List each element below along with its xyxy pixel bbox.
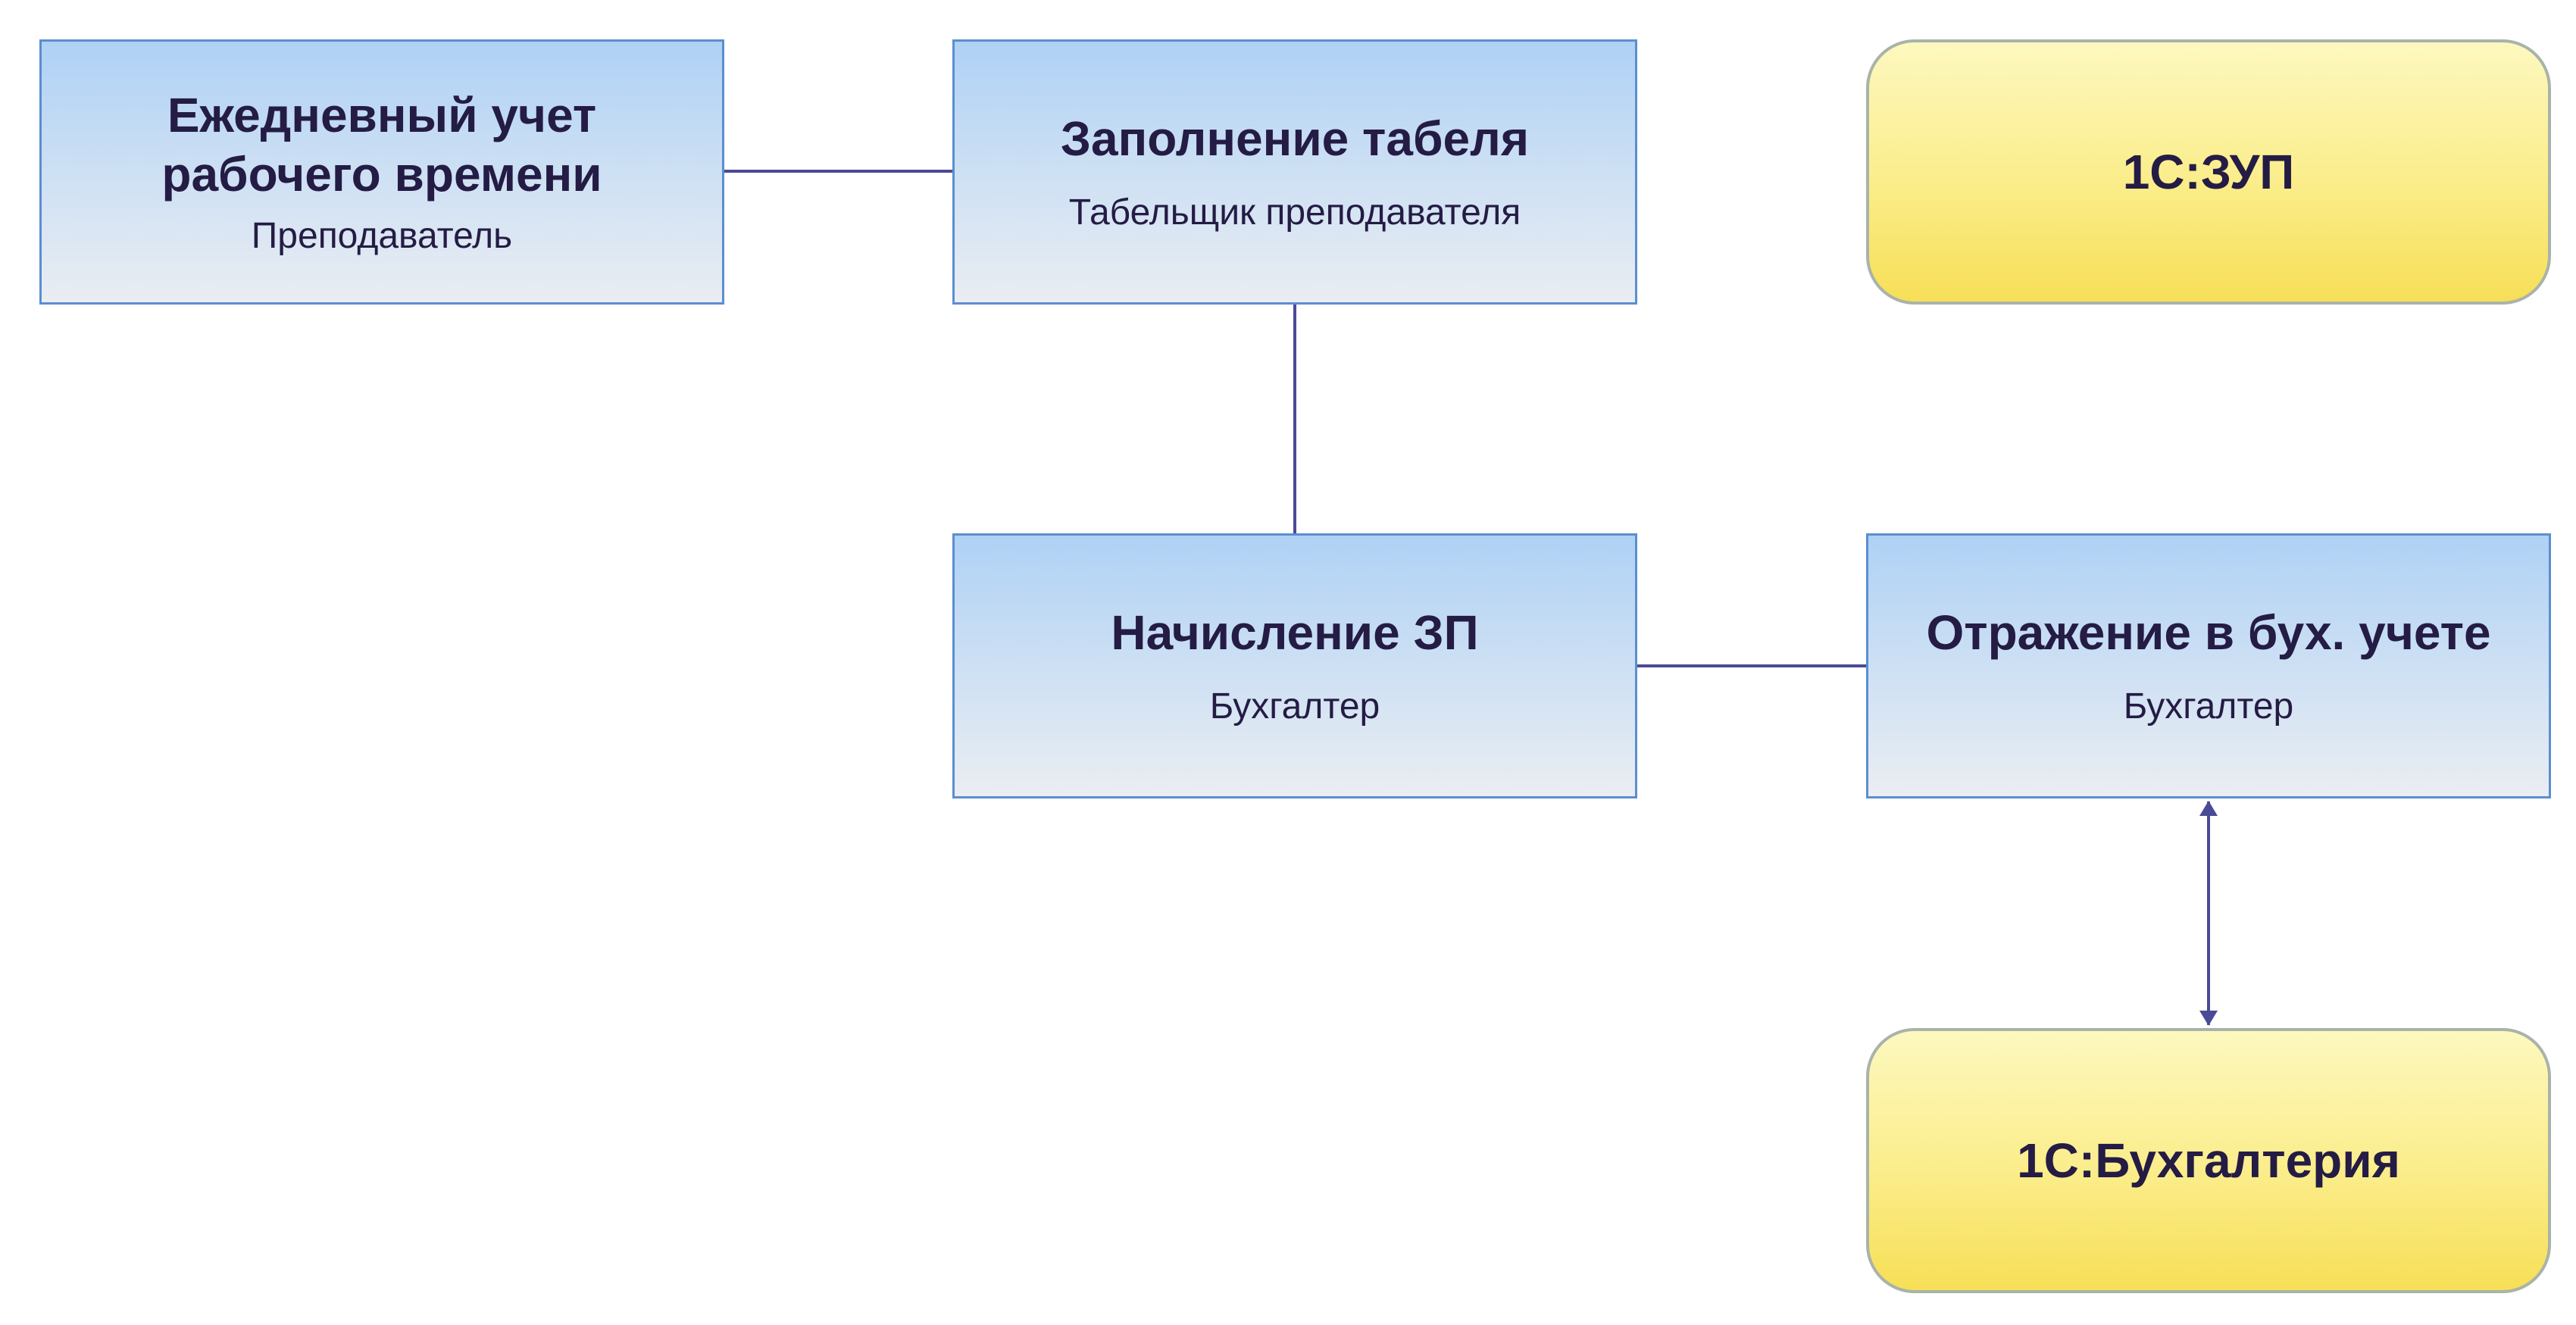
node-role: Бухгалтер bbox=[1209, 686, 1380, 727]
node-payroll-calculation[interactable]: Начисление ЗП Бухгалтер bbox=[952, 533, 1637, 798]
node-title: 1С:Бухгалтерия bbox=[2017, 1133, 2400, 1188]
node-daily-time-tracking[interactable]: Ежедневный учет рабочего времени Препода… bbox=[39, 39, 724, 305]
node-title: Заполнение табеля bbox=[1060, 111, 1530, 166]
node-role: Табельщик преподавателя bbox=[1068, 192, 1521, 233]
node-title: Начисление ЗП bbox=[1111, 605, 1479, 660]
node-title: 1С:ЗУП bbox=[2122, 145, 2295, 199]
node-title: Отражение в бух. учете bbox=[1926, 605, 2491, 660]
node-system-buhgalteria[interactable]: 1С:Бухгалтерия bbox=[1866, 1028, 2551, 1293]
node-accounting-reflection[interactable]: Отражение в бух. учете Бухгалтер bbox=[1866, 533, 2551, 798]
node-title: Ежедневный учет рабочего времени bbox=[161, 88, 602, 202]
node-timesheet-filling[interactable]: Заполнение табеля Табельщик преподавател… bbox=[952, 39, 1637, 305]
node-role: Бухгалтер bbox=[2123, 686, 2294, 727]
node-role: Преподаватель bbox=[251, 216, 513, 256]
node-system-zup[interactable]: 1С:ЗУП bbox=[1866, 39, 2551, 305]
